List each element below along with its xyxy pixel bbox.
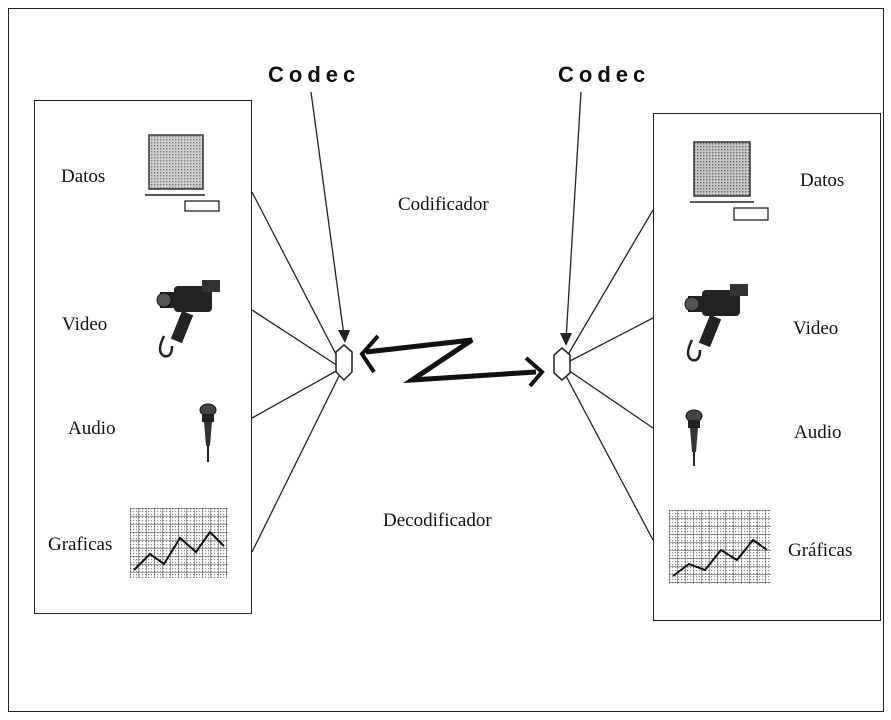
right-audio-label: Audio <box>794 422 842 443</box>
codec-right-node <box>553 347 571 381</box>
wire-graficas-left <box>251 373 341 553</box>
graph-icon <box>669 510 771 584</box>
microphone-icon <box>685 409 703 466</box>
wire-datos-right <box>565 209 654 359</box>
microphone-icon <box>199 403 217 462</box>
wire-audio-left <box>251 369 339 419</box>
left-audio-label: Audio <box>68 418 116 439</box>
decoder-label: Decodificador <box>383 510 492 531</box>
left-datos-label: Datos <box>61 166 106 187</box>
computer-icon <box>690 141 769 221</box>
communication-link <box>365 337 537 384</box>
diagram-frame <box>8 8 884 712</box>
link-arrow-left <box>359 334 380 374</box>
codec-right-pointer <box>565 91 582 341</box>
camcorder-icon <box>684 284 748 362</box>
wire-video-right <box>567 317 654 363</box>
codec-left-node <box>335 344 353 382</box>
wire-audio-right <box>567 369 654 429</box>
right-graficas-label: Gráficas <box>788 540 853 561</box>
link-arrow-right <box>524 356 545 388</box>
codec-right-label: Codec <box>558 62 651 87</box>
wire-video-left <box>251 309 339 367</box>
codec-right-arrowhead <box>560 333 572 346</box>
left-graficas-label: Graficas <box>48 534 113 555</box>
codec-left-pointer <box>310 91 345 337</box>
encoder-label: Codificador <box>398 194 489 215</box>
wire-datos-left <box>251 191 341 363</box>
codec-left-arrowhead <box>338 330 350 343</box>
wire-graficas-right <box>565 375 654 541</box>
right-video-label: Video <box>793 318 839 339</box>
graph-icon <box>130 508 228 578</box>
computer-icon <box>145 134 220 212</box>
codec-left-label: Codec <box>268 62 361 87</box>
right-datos-label: Datos <box>800 170 845 191</box>
camcorder-icon <box>156 280 220 358</box>
left-video-label: Video <box>62 314 108 335</box>
